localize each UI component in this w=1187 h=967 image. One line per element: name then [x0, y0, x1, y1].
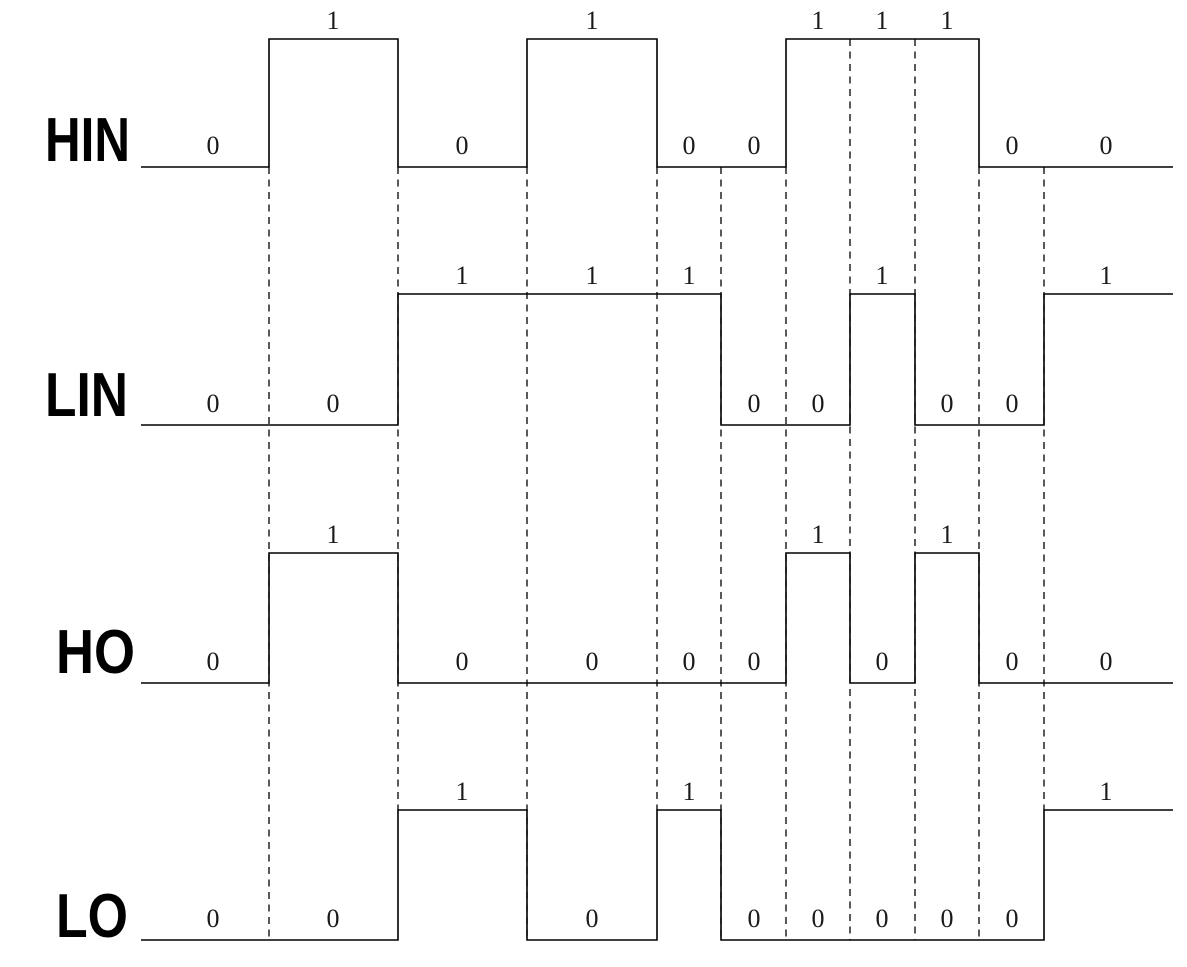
bit-label-hin-1: 1 [327, 6, 340, 35]
bit-label-lo-10: 1 [1100, 777, 1113, 806]
signal-hin-label: HIN [45, 106, 130, 175]
signal-lo-waveform [141, 809, 1173, 941]
signal-row-ho: HO 0 1 0 0 0 0 1 0 1 0 0 [56, 520, 1173, 687]
bit-label-hin-4: 0 [683, 131, 696, 160]
bit-label-lo-2: 1 [456, 777, 469, 806]
signal-ho-label: HO [56, 618, 135, 687]
bit-label-lin-4: 1 [683, 261, 696, 290]
bit-label-lin-2: 1 [456, 261, 469, 290]
bit-label-hin-10: 0 [1100, 131, 1113, 160]
bit-label-ho-9: 0 [1006, 647, 1019, 676]
bit-label-lin-1: 0 [327, 389, 340, 418]
bit-label-lo-4: 1 [683, 777, 696, 806]
signal-row-hin: HIN 0 1 0 1 0 0 1 1 1 0 0 [45, 6, 1173, 175]
bit-label-hin-7: 1 [876, 6, 889, 35]
bit-label-ho-1: 1 [327, 520, 340, 549]
bit-label-lo-3: 0 [586, 904, 599, 933]
bit-label-hin-6: 1 [812, 6, 825, 35]
bit-label-lo-9: 0 [1006, 904, 1019, 933]
bit-label-lo-6: 0 [812, 904, 825, 933]
bit-label-ho-0: 0 [207, 647, 220, 676]
signal-row-lin: LIN 0 0 1 1 1 0 0 1 0 0 1 [45, 261, 1173, 430]
bit-label-ho-8: 1 [941, 520, 954, 549]
signal-lin-waveform [141, 293, 1173, 426]
bit-label-ho-2: 0 [456, 647, 469, 676]
bit-label-lo-5: 0 [748, 904, 761, 933]
bit-label-ho-6: 1 [812, 520, 825, 549]
bit-label-ho-10: 0 [1100, 647, 1113, 676]
bit-label-lin-9: 0 [1006, 389, 1019, 418]
bit-label-hin-2: 0 [456, 131, 469, 160]
signal-hin-waveform [141, 38, 1173, 168]
bit-label-lin-0: 0 [207, 389, 220, 418]
bit-label-hin-5: 0 [748, 131, 761, 160]
bit-label-ho-5: 0 [748, 647, 761, 676]
bit-label-lin-6: 0 [812, 389, 825, 418]
bit-label-hin-8: 1 [941, 6, 954, 35]
signal-lo-label: LO [56, 882, 128, 951]
bit-label-lo-7: 0 [876, 904, 889, 933]
bit-label-lo-1: 0 [327, 904, 340, 933]
bit-label-lin-8: 0 [941, 389, 954, 418]
bit-label-lin-7: 1 [876, 261, 889, 290]
bit-label-lo-0: 0 [207, 904, 220, 933]
bit-label-lin-10: 1 [1100, 261, 1113, 290]
bit-label-lin-5: 0 [748, 389, 761, 418]
bit-label-hin-3: 1 [586, 6, 599, 35]
bit-label-lin-3: 1 [586, 261, 599, 290]
bit-label-ho-7: 0 [876, 647, 889, 676]
bit-label-lo-8: 0 [941, 904, 954, 933]
signal-ho-waveform [141, 552, 1173, 684]
bit-label-ho-4: 0 [683, 647, 696, 676]
signal-row-lo: LO 0 0 1 0 1 0 0 0 0 0 1 [56, 777, 1173, 951]
bit-label-hin-9: 0 [1006, 131, 1019, 160]
signal-lin-label: LIN [45, 361, 128, 430]
bit-label-hin-0: 0 [207, 131, 220, 160]
bit-label-ho-3: 0 [586, 647, 599, 676]
